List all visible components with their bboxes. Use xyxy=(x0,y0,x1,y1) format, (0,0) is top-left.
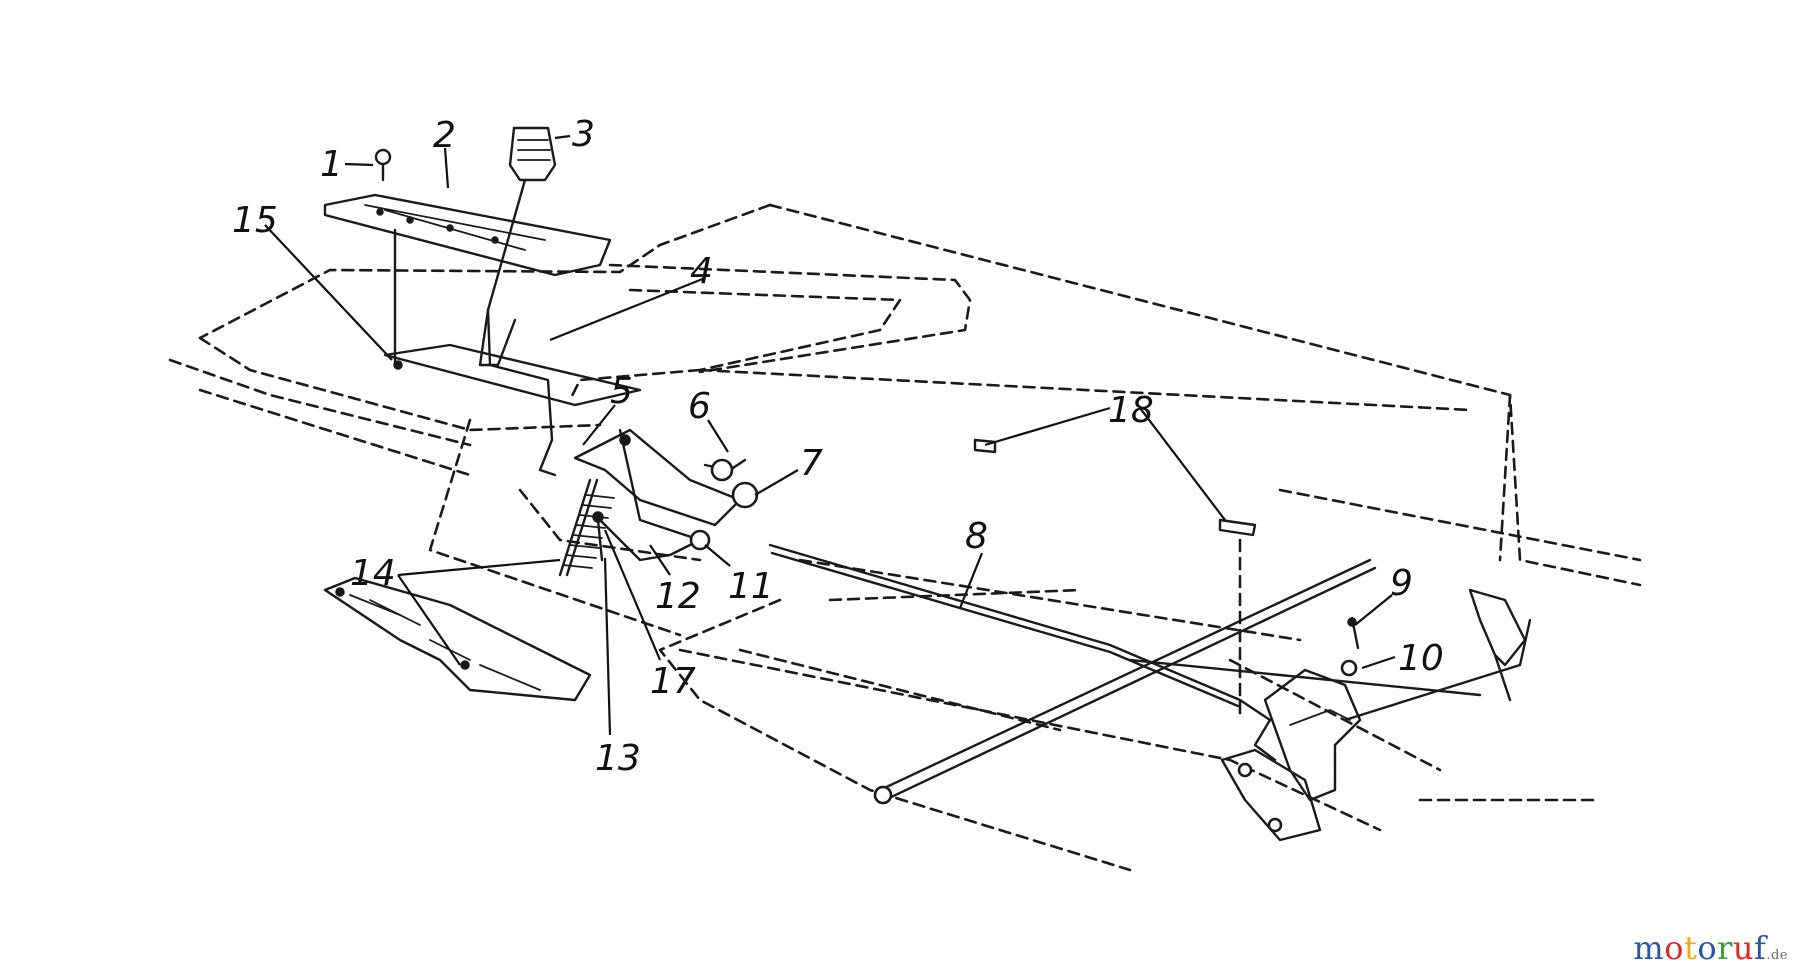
right-shaft xyxy=(1128,588,1532,722)
leader-lines xyxy=(264,134,1396,736)
cross-shaft xyxy=(873,558,1377,805)
callout-15: 15 xyxy=(232,200,278,241)
callout-6: 6 xyxy=(688,386,711,427)
callout-4: 4 xyxy=(690,251,713,292)
callout-17: 17 xyxy=(650,661,696,702)
bracket-part-15 xyxy=(383,228,642,407)
watermark-letter: t xyxy=(1683,929,1698,967)
callout-14: 14 xyxy=(350,553,396,594)
callout-12: 12 xyxy=(655,576,701,617)
callout-1: 1 xyxy=(320,144,343,185)
tabs-part-18 xyxy=(973,438,1257,537)
callout-8: 8 xyxy=(965,516,988,557)
watermark-letter: o xyxy=(1697,929,1718,967)
watermark-letter: r xyxy=(1717,929,1733,967)
screw-part-1 xyxy=(374,148,392,182)
watermark-letter: m xyxy=(1633,929,1665,967)
callout-5: 5 xyxy=(610,371,633,412)
callout-11: 11 xyxy=(728,566,774,607)
watermark-letter: u xyxy=(1732,929,1754,967)
watermark-letters: motoruf xyxy=(1633,929,1766,967)
chassis-outline xyxy=(168,203,1642,872)
springs-part-14 xyxy=(558,478,615,577)
linkage-assembly xyxy=(573,428,759,562)
gear-shift-plate xyxy=(323,193,612,277)
callout-9: 9 xyxy=(1390,563,1413,604)
lower-mount-bracket xyxy=(323,576,592,702)
shift-knob-and-lever xyxy=(478,126,557,477)
rod-part-8 xyxy=(768,543,1277,762)
motoruf-watermark-logo: motoruf.de xyxy=(1633,929,1788,967)
watermark-letter: f xyxy=(1754,929,1767,967)
callout-3: 3 xyxy=(572,114,595,155)
callout-7: 7 xyxy=(800,443,823,484)
sector-plate xyxy=(1220,616,1362,842)
callout-labels: 1 2 3 4 5 6 7 8 9 10 11 12 13 14 15 17 1… xyxy=(232,114,1444,779)
callout-18: 18 xyxy=(1108,390,1154,431)
watermark-letter: o xyxy=(1664,929,1684,967)
callout-10: 10 xyxy=(1398,638,1444,679)
watermark-suffix: .de xyxy=(1766,948,1788,963)
pin-part-13 xyxy=(592,511,604,562)
callout-13: 13 xyxy=(595,738,641,779)
callout-2: 2 xyxy=(433,115,456,156)
